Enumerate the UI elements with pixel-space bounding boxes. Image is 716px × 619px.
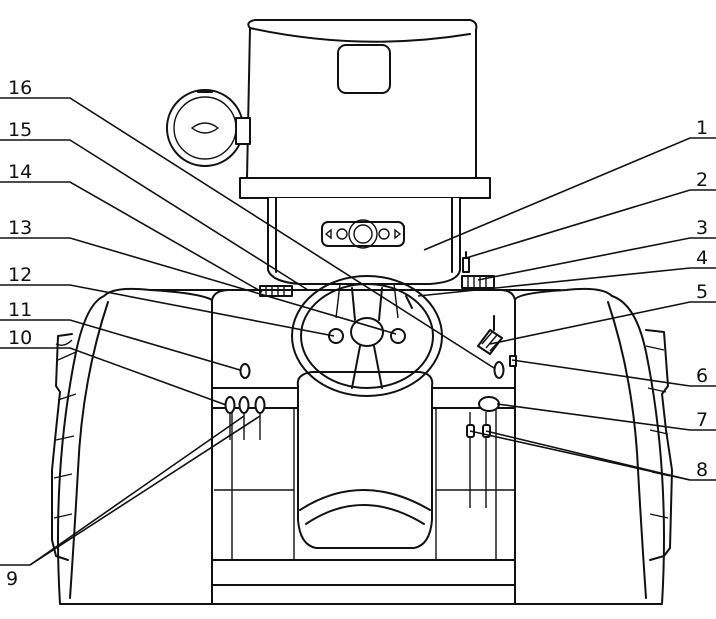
side-mirror (166, 89, 251, 167)
left-fender (57, 287, 213, 605)
callout-14: 14 (8, 161, 32, 183)
leader-line-2 (465, 189, 716, 259)
leader-line-4 (417, 267, 716, 297)
leader-line-13 (0, 237, 397, 335)
seat (296, 371, 434, 549)
callout-5: 5 (696, 281, 708, 303)
right-tire (645, 329, 673, 561)
fuel-tank (246, 19, 478, 179)
callout-3: 3 (696, 217, 708, 239)
steering-wheel (291, 275, 443, 397)
leader-lines (0, 97, 716, 566)
leader-line-9b (29, 415, 261, 566)
leader-line-16 (0, 97, 495, 369)
right-fender (514, 287, 665, 605)
callout-4: 4 (696, 247, 708, 269)
instrument-panel (267, 197, 461, 285)
left-tire (51, 333, 77, 561)
leader-line-8b (485, 430, 691, 481)
callout-12: 12 (8, 264, 32, 286)
leader-line-11 (0, 319, 241, 371)
leader-line-14 (0, 181, 263, 293)
leader-line-5 (489, 301, 716, 345)
callout-1: 1 (696, 117, 708, 139)
callout-11: 11 (8, 299, 32, 321)
leader-line-1 (423, 137, 716, 251)
leader-line-7 (496, 403, 716, 431)
leader-line-6 (511, 359, 716, 387)
callout-16: 16 (8, 77, 32, 99)
leader-line-12 (0, 284, 335, 337)
leader-line-3 (477, 237, 716, 281)
callout-7: 7 (696, 409, 708, 431)
callout-15: 15 (8, 119, 32, 141)
callout-10: 10 (8, 327, 32, 349)
leader-line-10 (0, 347, 227, 406)
right-panel-controls (466, 315, 517, 508)
callout-9: 9 (6, 568, 18, 590)
dash-plate (239, 177, 491, 199)
callout-labels: 1 2 3 4 5 6 7 8 9 10 11 12 13 14 15 16 (6, 77, 708, 590)
callout-8: 8 (696, 459, 708, 481)
leader-line-15 (0, 139, 309, 291)
callout-13: 13 (8, 217, 32, 239)
callout-2: 2 (696, 169, 708, 191)
callout-6: 6 (696, 365, 708, 387)
